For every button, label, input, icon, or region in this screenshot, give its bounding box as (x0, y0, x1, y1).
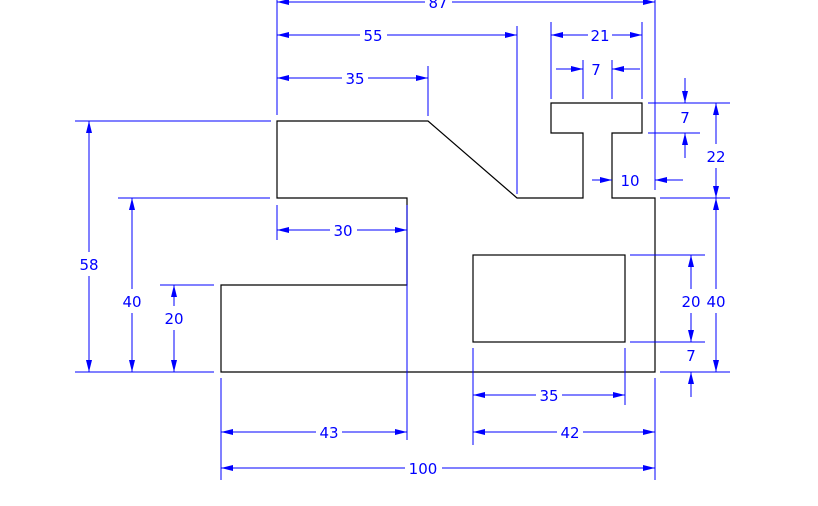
dim-87: 87 (428, 0, 447, 12)
dim-40-right: 40 (706, 293, 725, 311)
dim-20-right: 20 (681, 293, 700, 311)
dim-35-top: 35 (345, 70, 364, 88)
rectangular-cutout (472, 254, 626, 343)
main-profile (220, 102, 656, 373)
dim-55: 55 (363, 27, 382, 45)
dim-42: 42 (560, 424, 579, 442)
dim-30: 30 (333, 222, 352, 240)
dim-58: 58 (79, 256, 98, 274)
dimension-values: 87 55 35 21 7 7 22 10 58 40 20 30 20 40 … (79, 0, 725, 478)
dim-40-left: 40 (122, 293, 141, 311)
extension-lines (75, 0, 730, 480)
dim-43: 43 (319, 424, 338, 442)
dim-22: 22 (706, 148, 725, 166)
dimension-lines (86, 0, 719, 471)
dim-21: 21 (590, 27, 609, 45)
dim-10: 10 (620, 172, 639, 190)
dim-7-slot: 7 (591, 61, 601, 79)
part-outline (220, 102, 656, 373)
dim-100: 100 (409, 460, 438, 478)
dim-35-bottom: 35 (539, 387, 558, 405)
dim-7-bottom: 7 (686, 347, 696, 365)
dim-7-tab: 7 (680, 109, 690, 127)
dim-20-left: 20 (164, 310, 183, 328)
